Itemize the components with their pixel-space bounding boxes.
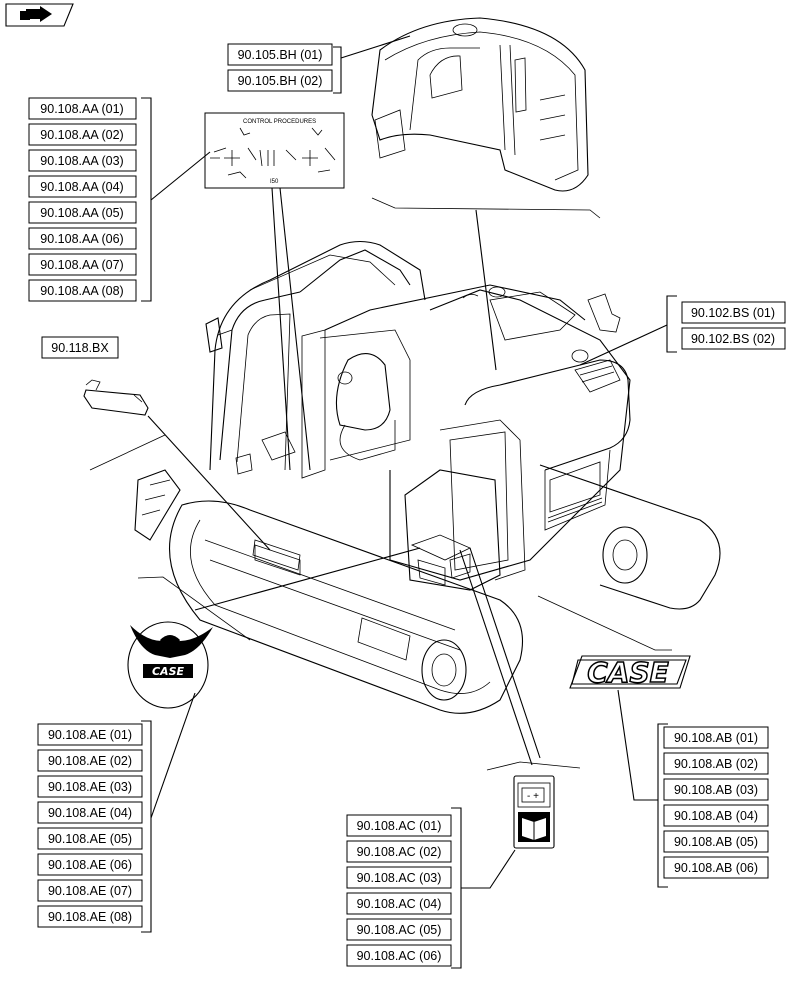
ref-label[interactable]: 90.108.AA (01)	[28, 97, 137, 120]
ref-group-bs: 90.102.BS (01) 90.102.BS (02)	[681, 301, 786, 350]
ref-label[interactable]: 90.108.AC (03)	[346, 866, 452, 889]
bracket-part-thumbnail	[83, 379, 149, 416]
svg-text:90.108.AA (01): 90.108.AA (01)	[40, 102, 123, 116]
ref-label[interactable]: 90.105.BH (02)	[227, 69, 333, 92]
ref-label[interactable]: 90.108.AA (08)	[28, 279, 137, 302]
svg-text:90.108.AA (07): 90.108.AA (07)	[40, 258, 123, 272]
case-eagle-badge: CASE	[127, 621, 213, 709]
ref-label[interactable]: 90.118.BX	[41, 336, 119, 359]
ref-label[interactable]: 90.108.AE (05)	[37, 827, 143, 850]
svg-text:90.105.BH (02): 90.105.BH (02)	[238, 74, 323, 88]
ref-label[interactable]: 90.108.AA (07)	[28, 253, 137, 276]
badge-case-text: CASE	[152, 665, 185, 678]
ref-label[interactable]: 90.108.AA (04)	[28, 175, 137, 198]
svg-text:90.108.AE (04): 90.108.AE (04)	[48, 806, 132, 820]
svg-text:90.108.AE (01): 90.108.AE (01)	[48, 728, 132, 742]
svg-text:- +: - +	[527, 791, 539, 802]
ref-label[interactable]: 90.102.BS (02)	[681, 327, 786, 350]
svg-text:90.108.AB (06): 90.108.AB (06)	[674, 861, 758, 875]
case-logo-decal: CASE	[569, 655, 691, 690]
svg-text:90.108.AC (01): 90.108.AC (01)	[357, 819, 442, 833]
ref-label[interactable]: 90.108.AE (07)	[37, 879, 143, 902]
ref-label[interactable]: 90.108.AC (06)	[346, 944, 452, 967]
ref-label[interactable]: 90.108.AB (06)	[663, 856, 769, 879]
svg-text:90.108.AE (05): 90.108.AE (05)	[48, 832, 132, 846]
ref-label[interactable]: 90.108.AB (05)	[663, 830, 769, 853]
svg-text:90.108.AC (02): 90.108.AC (02)	[357, 845, 442, 859]
svg-text:90.108.AC (06): 90.108.AC (06)	[357, 949, 442, 963]
svg-text:90.108.AE (07): 90.108.AE (07)	[48, 884, 132, 898]
ref-label[interactable]: 90.108.AE (01)	[37, 723, 143, 746]
ref-group-bx: 90.118.BX	[41, 336, 119, 359]
ref-label[interactable]: 90.108.AA (06)	[28, 227, 137, 250]
svg-text:90.105.BH (01): 90.105.BH (01)	[238, 48, 323, 62]
svg-text:90.108.AE (02): 90.108.AE (02)	[48, 754, 132, 768]
ref-label[interactable]: 90.108.AC (04)	[346, 892, 452, 915]
ref-label[interactable]: 90.108.AE (03)	[37, 775, 143, 798]
svg-text:90.108.AA (04): 90.108.AA (04)	[40, 180, 123, 194]
ref-label[interactable]: 90.108.AA (03)	[28, 149, 137, 172]
svg-text:90.118.BX: 90.118.BX	[51, 341, 109, 355]
ref-label[interactable]: 90.108.AB (04)	[663, 804, 769, 827]
ref-group-aa: 90.108.AA (01) 90.108.AA (02) 90.108.AA …	[28, 97, 137, 302]
ref-label[interactable]: 90.102.BS (01)	[681, 301, 786, 324]
svg-text:90.108.AB (04): 90.108.AB (04)	[674, 809, 758, 823]
cab-cover-thumbnail	[371, 17, 589, 192]
svg-text:90.108.AB (03): 90.108.AB (03)	[674, 783, 758, 797]
control-decal-title: CONTROL PROCEDURES	[243, 119, 316, 125]
svg-text:90.108.AA (05): 90.108.AA (05)	[40, 206, 123, 220]
ref-label[interactable]: 90.108.AE (08)	[37, 905, 143, 928]
ref-label[interactable]: 90.108.AB (01)	[663, 726, 769, 749]
svg-text:90.108.AE (03): 90.108.AE (03)	[48, 780, 132, 794]
svg-text:90.108.AC (04): 90.108.AC (04)	[357, 897, 442, 911]
svg-text:90.108.AA (02): 90.108.AA (02)	[40, 128, 123, 142]
ref-group-ab: 90.108.AB (01) 90.108.AB (02) 90.108.AB …	[663, 726, 769, 879]
ref-label[interactable]: 90.108.AE (06)	[37, 853, 143, 876]
ref-label[interactable]: 90.108.AC (01)	[346, 814, 452, 837]
svg-text:90.108.AE (06): 90.108.AE (06)	[48, 858, 132, 872]
svg-text:90.108.AB (01): 90.108.AB (01)	[674, 731, 758, 745]
svg-text:90.108.AB (05): 90.108.AB (05)	[674, 835, 758, 849]
battery-manual-decal: - +	[513, 775, 555, 849]
svg-text:90.108.AE (08): 90.108.AE (08)	[48, 910, 132, 924]
svg-text:90.108.AB (02): 90.108.AB (02)	[674, 757, 758, 771]
ref-group-ae: 90.108.AE (01) 90.108.AE (02) 90.108.AE …	[37, 723, 143, 928]
ref-label[interactable]: 90.105.BH (01)	[227, 43, 333, 66]
ref-group-bh: 90.105.BH (01) 90.105.BH (02)	[227, 43, 333, 92]
svg-text:90.108.AA (08): 90.108.AA (08)	[40, 284, 123, 298]
ref-label[interactable]: 90.108.AA (02)	[28, 123, 137, 146]
svg-text:90.108.AA (03): 90.108.AA (03)	[40, 154, 123, 168]
control-procedures-decal: CONTROL PROCEDURES I50	[204, 112, 345, 189]
ref-label[interactable]: 90.108.AC (05)	[346, 918, 452, 941]
excavator-illustration	[134, 240, 721, 714]
control-decal-code: I50	[270, 179, 279, 185]
svg-text:90.108.AA (06): 90.108.AA (06)	[40, 232, 123, 246]
ref-label[interactable]: 90.108.AA (05)	[28, 201, 137, 224]
ref-label[interactable]: 90.108.AE (02)	[37, 749, 143, 772]
ref-label[interactable]: 90.108.AB (02)	[663, 752, 769, 775]
svg-text:90.108.AC (03): 90.108.AC (03)	[357, 871, 442, 885]
ref-label[interactable]: 90.108.AE (04)	[37, 801, 143, 824]
ref-label[interactable]: 90.108.AB (03)	[663, 778, 769, 801]
svg-text:90.102.BS (02): 90.102.BS (02)	[691, 332, 775, 346]
arrow-nav-icon[interactable]	[5, 3, 74, 27]
case-logo-text: CASE	[587, 656, 669, 689]
svg-text:90.102.BS (01): 90.102.BS (01)	[691, 306, 775, 320]
svg-text:90.108.AC (05): 90.108.AC (05)	[357, 923, 442, 937]
leader-lines	[89, 35, 677, 969]
ref-group-ac: 90.108.AC (01) 90.108.AC (02) 90.108.AC …	[346, 814, 452, 967]
ref-label[interactable]: 90.108.AC (02)	[346, 840, 452, 863]
